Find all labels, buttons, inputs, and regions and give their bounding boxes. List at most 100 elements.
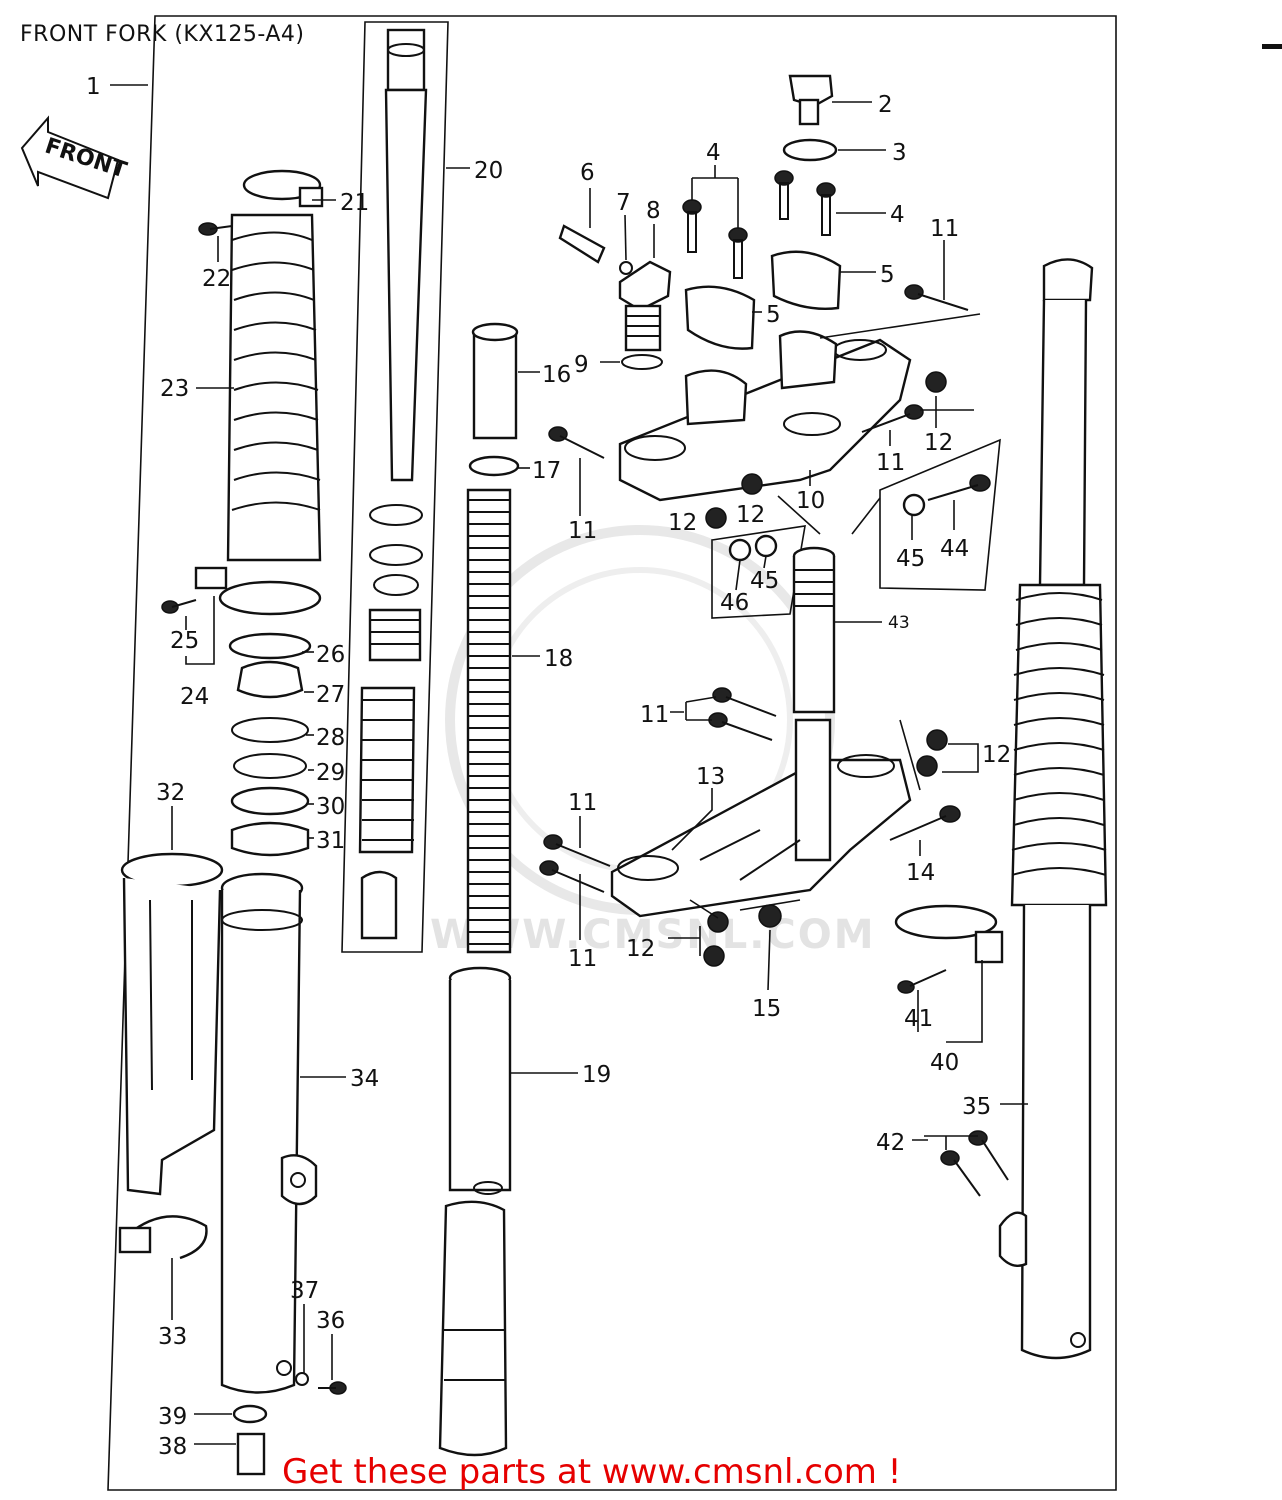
fork-boot-left — [226, 213, 322, 562]
nut-15 — [758, 904, 782, 928]
label-19: 19 — [582, 1062, 611, 1088]
label-39: 39 — [158, 1404, 187, 1430]
label-15: 15 — [752, 996, 781, 1022]
parts-link[interactable]: Get these parts at www.cmsnl.com ! — [282, 1452, 902, 1492]
air-valve-6 — [558, 224, 606, 264]
label-12a: 12 — [924, 430, 953, 456]
upper-triple-clamp-10 — [618, 330, 912, 502]
label-12d: 12 — [982, 742, 1011, 768]
top-bolt-2 — [788, 74, 834, 126]
label-42: 42 — [876, 1130, 905, 1156]
label-12b: 12 — [736, 502, 765, 528]
label-32: 32 — [156, 780, 185, 806]
label-3: 3 — [892, 140, 907, 166]
label-14: 14 — [906, 860, 935, 886]
spacer-16 — [471, 322, 519, 440]
oring-7 — [619, 261, 633, 275]
washer-3 — [782, 138, 838, 162]
steering-bolt-44 — [879, 438, 1001, 591]
front-arrow-icon: FRONT — [20, 115, 130, 200]
label-45a: 45 — [896, 546, 925, 572]
label-9: 9 — [574, 352, 589, 378]
damper-rod-20 — [358, 28, 428, 940]
label-41: 41 — [904, 1006, 933, 1032]
label-4b: 4 — [890, 202, 905, 228]
label-21: 21 — [340, 190, 369, 216]
clamp-screw-25 — [161, 599, 197, 614]
top-plug-8 — [618, 260, 672, 352]
label-27: 27 — [316, 682, 345, 708]
edge-mark — [1262, 44, 1282, 49]
clamp-screw-22 — [198, 222, 233, 236]
label-4a: 4 — [706, 140, 721, 166]
callout-labels: 1 2 3 4 4 5 5 6 7 8 9 10 11 11 11 11 11 … — [86, 74, 1011, 1460]
label-24: 24 — [180, 684, 209, 710]
label-34: 34 — [350, 1066, 379, 1092]
page-title: FRONT FORK (KX125-A4) — [20, 22, 305, 47]
nuts-12-upper — [705, 371, 947, 529]
label-11c: 11 — [568, 518, 597, 544]
label-35: 35 — [962, 1094, 991, 1120]
outer-tube-left — [220, 872, 318, 1394]
label-37: 37 — [290, 1278, 319, 1304]
label-29: 29 — [316, 760, 345, 786]
label-11f: 11 — [568, 946, 597, 972]
label-11d: 11 — [640, 702, 669, 728]
label-20: 20 — [474, 158, 503, 184]
label-2: 2 — [878, 92, 893, 118]
label-11b: 11 — [876, 450, 905, 476]
label-8: 8 — [646, 198, 661, 224]
nuts-12-lower — [703, 729, 948, 967]
fork-cover-32 — [120, 852, 224, 1196]
seal-set — [228, 632, 312, 857]
label-33: 33 — [158, 1324, 187, 1350]
oring-9 — [621, 354, 663, 370]
label-26: 26 — [316, 642, 345, 668]
lower-triple-clamp-13 — [610, 718, 912, 918]
steering-stem-43 — [792, 546, 836, 714]
label-17: 17 — [532, 458, 561, 484]
label-5b: 5 — [766, 302, 781, 328]
label-7: 7 — [616, 190, 631, 216]
label-10: 10 — [796, 488, 825, 514]
damper-frame — [341, 21, 449, 953]
label-44: 44 — [940, 536, 969, 562]
label-22: 22 — [202, 266, 231, 292]
clamp-bolts-upper — [548, 284, 969, 459]
front-arrow-label: FRONT — [42, 134, 130, 184]
label-38: 38 — [158, 1434, 187, 1460]
label-23: 23 — [160, 376, 189, 402]
label-36: 36 — [316, 1308, 345, 1334]
clamp-bolts-lower — [539, 687, 777, 893]
clip-33 — [118, 1215, 208, 1260]
label-12e: 12 — [626, 936, 655, 962]
label-40: 40 — [930, 1050, 959, 1076]
handlebar-holders-5 — [684, 250, 842, 350]
label-18: 18 — [544, 646, 573, 672]
label-11e: 11 — [568, 790, 597, 816]
axle-bolts-42 — [940, 1130, 1009, 1197]
label-12c: 12 — [668, 510, 697, 536]
boot-clamp-lower — [194, 566, 322, 616]
bolts-4 — [682, 170, 836, 279]
steering-washer-46 — [711, 525, 806, 619]
fork-spring-18 — [466, 488, 512, 954]
kit-frame — [107, 15, 1117, 1491]
inner-tube-19 — [438, 966, 512, 1457]
label-1: 1 — [86, 74, 101, 100]
boot-clamp-right-40 — [894, 904, 1004, 994]
label-13: 13 — [696, 764, 725, 790]
label-46: 46 — [720, 590, 749, 616]
leader-lines — [110, 84, 1028, 1445]
label-11a: 11 — [930, 216, 959, 242]
label-5a: 5 — [880, 262, 895, 288]
label-31: 31 — [316, 828, 345, 854]
boot-clamp-upper — [242, 169, 324, 208]
washer-17 — [468, 455, 520, 477]
label-30: 30 — [316, 794, 345, 820]
fork-leg-right-35 — [998, 258, 1108, 1360]
label-28: 28 — [316, 725, 345, 751]
drain-parts — [232, 1372, 347, 1476]
pinch-bolt-14 — [889, 805, 961, 841]
